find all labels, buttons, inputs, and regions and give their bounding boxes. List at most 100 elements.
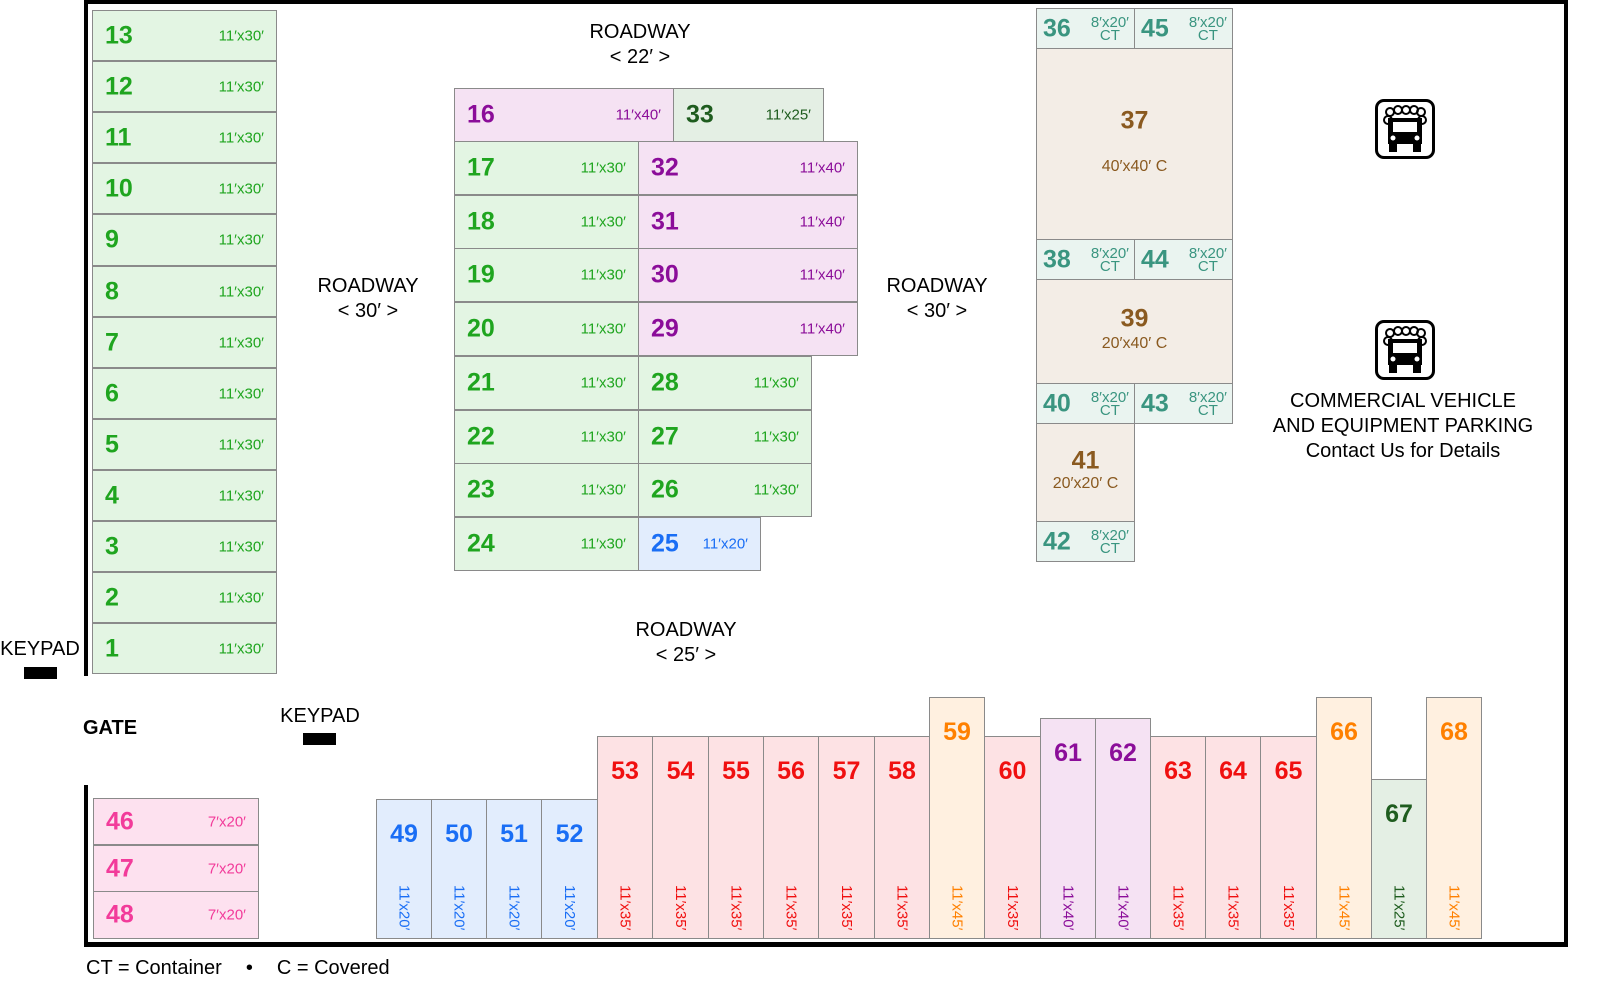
unit-size: 11′x35′ — [727, 884, 745, 930]
unit-size-dim: 8′x20′ — [1188, 13, 1227, 31]
unit-size: 11′x20′ — [505, 884, 523, 930]
keypad-outer[interactable] — [24, 667, 57, 679]
unit-size: 11′x40′ — [799, 159, 845, 177]
unit-size: 8′x20′CT — [1091, 528, 1129, 556]
unit-size: 11′x35′ — [1280, 884, 1297, 930]
roadway-width: < 30′ > — [906, 300, 968, 322]
unit-number: 48 — [106, 900, 134, 929]
unit-number: 4 — [105, 481, 119, 509]
fence-right — [1564, 0, 1568, 947]
unit-68[interactable]: 68 11′x45′ — [1426, 697, 1482, 939]
gate-label: GATE — [82, 717, 138, 739]
unit-number: 22 — [467, 422, 495, 451]
unit-size: 11′x30′ — [218, 180, 264, 197]
roadway-label: ROADWAY — [317, 275, 419, 297]
unit-number: 31 — [651, 207, 679, 236]
unit-number: 38 — [1043, 245, 1071, 273]
commercial-line2: AND EQUIPMENT PARKING — [1272, 415, 1534, 437]
unit-number: 68 — [1440, 718, 1468, 746]
unit-size: 11′x30′ — [580, 266, 626, 284]
legend-c: C = Covered — [276, 957, 390, 979]
fence-bottom — [84, 942, 1568, 947]
unit-number: 8 — [105, 277, 119, 305]
unit-number: 18 — [467, 207, 495, 236]
unit-number: 36 — [1043, 14, 1071, 42]
keypad-inner[interactable] — [303, 733, 336, 745]
unit-number: 37 — [1120, 106, 1149, 135]
unit-number: 47 — [106, 854, 134, 882]
unit-number: 56 — [777, 757, 805, 785]
unit-4[interactable]: 4 11′x30′ — [92, 470, 277, 521]
unit-size: 11′x30′ — [580, 374, 626, 392]
unit-size: 11′x45′ — [1445, 884, 1463, 930]
unit-size: 11′x40′ — [615, 106, 661, 124]
fence-left-lower — [84, 785, 88, 947]
unit-size: 11′x30′ — [218, 487, 264, 504]
unit-number: 23 — [467, 475, 495, 504]
unit-number: 29 — [651, 314, 679, 343]
